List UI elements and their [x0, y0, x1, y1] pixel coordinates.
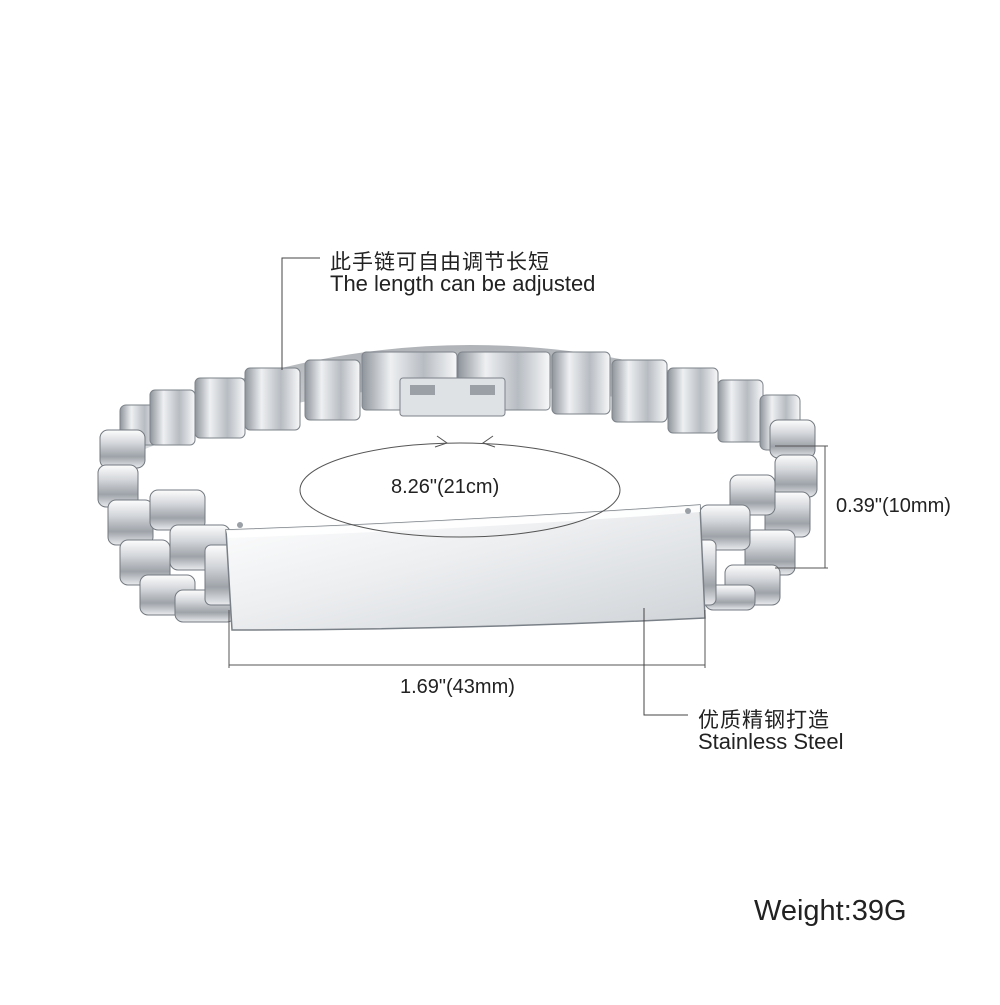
bracelet-left-links	[97, 429, 261, 623]
bracelet-back-links	[119, 345, 801, 455]
material-leader-line	[643, 608, 688, 716]
clasp	[399, 377, 506, 417]
circumference-label: 8.26"(21cm)	[391, 476, 500, 498]
adjust-leader-line	[281, 257, 320, 370]
material-label-en: Stainless Steel	[698, 729, 844, 754]
width-dimension-line	[775, 445, 828, 569]
weight-label: Weight:39G	[754, 895, 907, 927]
plate-length-label: 1.69"(43mm)	[400, 676, 515, 698]
adjust-label-cn: 此手链可自由调节长短	[330, 250, 550, 274]
plate-length-dimension-line	[228, 610, 706, 668]
material-label-cn: 优质精钢打造	[698, 708, 830, 732]
circumference-indicator	[299, 435, 621, 538]
adjust-label-en: The length can be adjusted	[330, 271, 596, 296]
width-label: 0.39"(10mm)	[836, 495, 951, 517]
id-plate	[225, 504, 706, 631]
